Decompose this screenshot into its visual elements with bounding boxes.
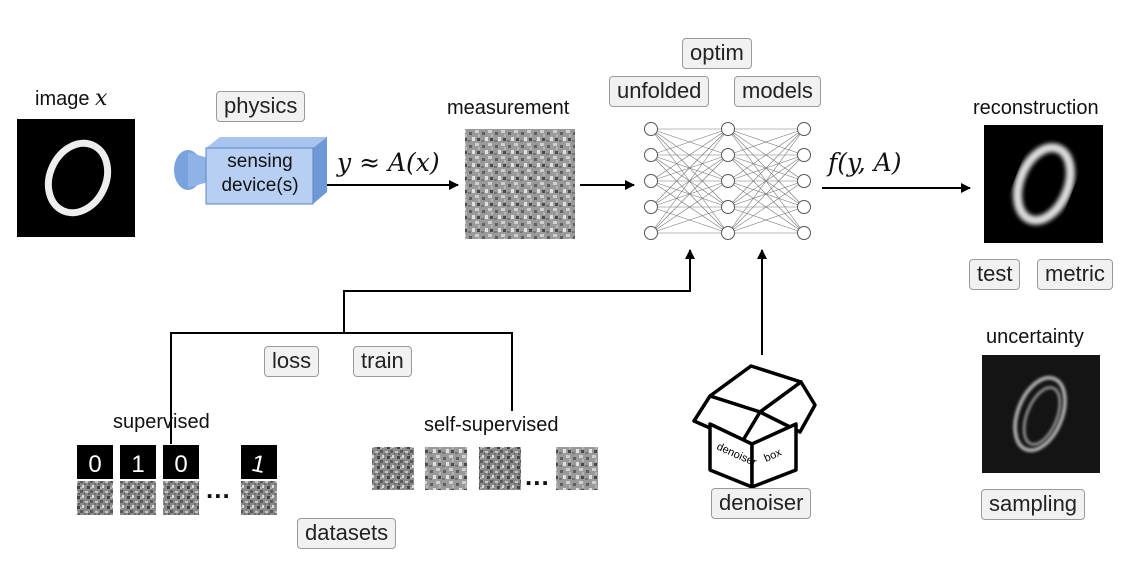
- datasets-tag[interactable]: datasets: [297, 518, 397, 549]
- self-supervised-ellipsis: ...: [525, 461, 550, 491]
- models-tag[interactable]: models: [734, 76, 821, 107]
- training-connector: [170, 252, 691, 444]
- supervised-digit: 0: [174, 451, 187, 478]
- test-tag[interactable]: test: [969, 259, 1021, 290]
- supervised-digit: 1: [249, 450, 268, 479]
- denoiser-box-icon: denoiser box: [692, 364, 817, 489]
- sensing-device-icon: [174, 137, 327, 205]
- uncertainty-image: [982, 355, 1100, 473]
- neural-network-icon: [644, 122, 811, 240]
- sampling-tag[interactable]: sampling: [981, 489, 1086, 520]
- measurement-label: measurement: [447, 97, 570, 119]
- loss-tag[interactable]: loss: [264, 346, 320, 377]
- input-label: image x: [35, 86, 108, 111]
- self-supervised-label: self-supervised: [424, 414, 559, 436]
- reconstruction-equation: f(y, A): [828, 148, 902, 177]
- measurement-image: [465, 129, 575, 239]
- forward-equation: y ≈ A(x): [337, 148, 440, 177]
- supervised-digit: 0: [88, 451, 101, 478]
- train-tag[interactable]: train: [353, 346, 412, 377]
- supervised-dataset: 0 1 0 1: [77, 445, 277, 515]
- reconstruction-image: [984, 125, 1103, 243]
- unfolded-tag[interactable]: unfolded: [609, 76, 710, 107]
- uncertainty-label: uncertainty: [986, 326, 1084, 348]
- supervised-digit: 1: [131, 451, 144, 478]
- metric-tag[interactable]: metric: [1037, 259, 1113, 290]
- denoiser-tag[interactable]: denoiser: [711, 488, 812, 519]
- input-image: [17, 119, 135, 237]
- optim-tag[interactable]: optim: [682, 38, 752, 69]
- supervised-label: supervised: [113, 411, 210, 433]
- supervised-ellipsis: ...: [206, 474, 231, 504]
- physics-tag[interactable]: physics: [216, 91, 306, 122]
- reconstruction-label: reconstruction: [973, 97, 1099, 119]
- self-supervised-dataset: [372, 447, 598, 490]
